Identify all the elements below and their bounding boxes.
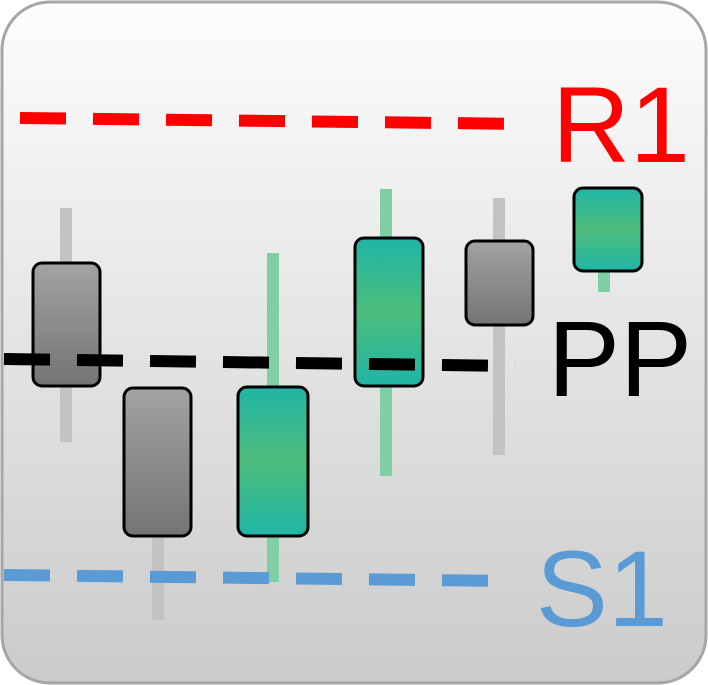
- candle-4: [353, 189, 425, 476]
- pp-line: [3, 353, 516, 372]
- candle-body: [464, 239, 535, 327]
- candle-body: [353, 236, 425, 388]
- s1-label: S1: [536, 528, 668, 649]
- r1-label: R1: [552, 64, 690, 185]
- candle-2: [122, 386, 193, 620]
- r1-line: [19, 112, 529, 130]
- candle-body: [236, 385, 310, 538]
- candle-6: [572, 186, 644, 292]
- pp-label: PP: [548, 298, 692, 419]
- candle-3: [236, 253, 310, 582]
- candle-body: [31, 261, 102, 388]
- candle-body: [572, 186, 644, 273]
- candle-body: [122, 386, 193, 538]
- candle-5: [464, 198, 535, 455]
- s1-line: [3, 569, 506, 587]
